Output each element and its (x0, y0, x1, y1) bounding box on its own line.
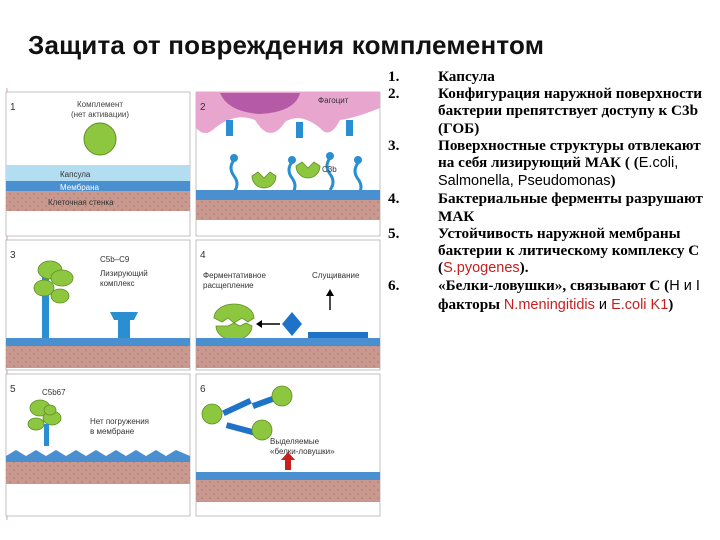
membrane-layer (6, 181, 190, 191)
list-text: Поверхностные структуры отвлекают на себ… (438, 136, 701, 172)
panel-3: 3 С5b–С9 Лизирующий комплекс (5, 239, 191, 371)
label-phagocyte: Фагоцит (318, 96, 349, 105)
panel-1: 1 Комплемент (нет активации) Капсула Мем… (5, 91, 191, 237)
organism-name-red-1: N.meningitidis (503, 296, 595, 313)
complement-sphere (83, 122, 117, 156)
list-num: 1. (388, 68, 400, 85)
list-text: «Белки-ловушки», связывают С ( (438, 277, 670, 295)
list-num: 6. (388, 277, 400, 295)
label-in-membrane: в мембране (90, 427, 135, 436)
label-c5b67: С5b67 (42, 388, 66, 397)
list-text: Капсула (438, 68, 495, 85)
factor-names: H и I (669, 278, 700, 295)
label-cell-wall: Клеточная стенка (48, 198, 114, 207)
list-text-end: ). (519, 259, 529, 277)
list-item-1: 1. Капсула (388, 68, 716, 85)
list-item-6: 6. «Белки-ловушки», связывают С (H и I ф… (388, 277, 716, 313)
label-release: Выделяемые (270, 437, 320, 446)
list-num: 3. (388, 136, 400, 154)
label-lysing: Лизирующий (100, 269, 148, 278)
label-no-insertion: Нет погружения (90, 417, 149, 426)
list-text: Конфигурация наружной поверхности бактер… (438, 85, 703, 137)
list-text: Устойчивость наружной мембраны бактерии … (438, 224, 700, 277)
panel-5: 5 С5b67 Нет погружения в мембране (5, 373, 191, 517)
label-trap-proteins: «белки-ловушки» (270, 447, 335, 456)
page-title: Защита от повреждения комплементом (28, 30, 545, 60)
label-enzymatic: Ферментативное (203, 271, 266, 280)
label-not-activated: (нет активации) (71, 110, 129, 119)
capsule-layer (6, 165, 190, 181)
list-item-4: 4. Бактериальные ферменты разрушают МАК (388, 190, 716, 224)
list-item-5: 5. Устойчивость наружной мембраны бактер… (388, 225, 716, 278)
protection-list: 1. Капсула 2. Конфигурация наружной пове… (388, 68, 716, 314)
list-text: Бактериальные ферменты разрушают МАК (438, 190, 703, 225)
list-text-end: ) (668, 295, 674, 313)
label-capsule: Капсула (60, 170, 91, 179)
list-item-2: 2. Конфигурация наружной поверхности бак… (388, 85, 716, 137)
organism-name-red-2: E.coli K1 (611, 296, 669, 313)
list-num: 5. (388, 224, 400, 242)
label-membrane: Мембрана (60, 183, 100, 192)
panel-number-5: 5 (10, 384, 16, 395)
panel-number-6: 6 (200, 384, 206, 395)
label-c5b-c9: С5b–С9 (100, 255, 130, 264)
panel-2: 2 Фагоцит С3b (195, 91, 381, 237)
organism-names: E.coli, Salmonella, Pseudomonas (438, 155, 679, 190)
phagocyte-nucleus (220, 93, 300, 114)
panel-4: 4 Ферментативное расщепление Слущивание (195, 239, 381, 371)
label-cleavage: расщепление (203, 281, 254, 290)
panel-number-1: 1 (10, 102, 16, 113)
panel-number-3: 3 (10, 250, 16, 261)
panel-number-4: 4 (200, 250, 206, 261)
list-text-mid: факторы (438, 295, 504, 313)
panel-number-2: 2 (200, 102, 206, 113)
panel-6: 6 Выделяемые «белки-ловушки» (195, 373, 381, 517)
label-c3b: С3b (322, 165, 337, 174)
list-item-3: 3. Поверхностные структуры отвлекают на … (388, 137, 716, 191)
list-text-and: и (594, 296, 612, 313)
list-num: 2. (388, 85, 400, 103)
organism-name-red: S.pyogenes (443, 260, 520, 277)
label-complex: комплекс (100, 279, 135, 288)
list-num: 4. (388, 190, 400, 208)
list-text-end: ) (610, 172, 616, 190)
label-shedding: Слущивание (312, 271, 360, 280)
cell-wall-layer (6, 191, 190, 211)
label-complement: Комплемент (77, 100, 123, 109)
